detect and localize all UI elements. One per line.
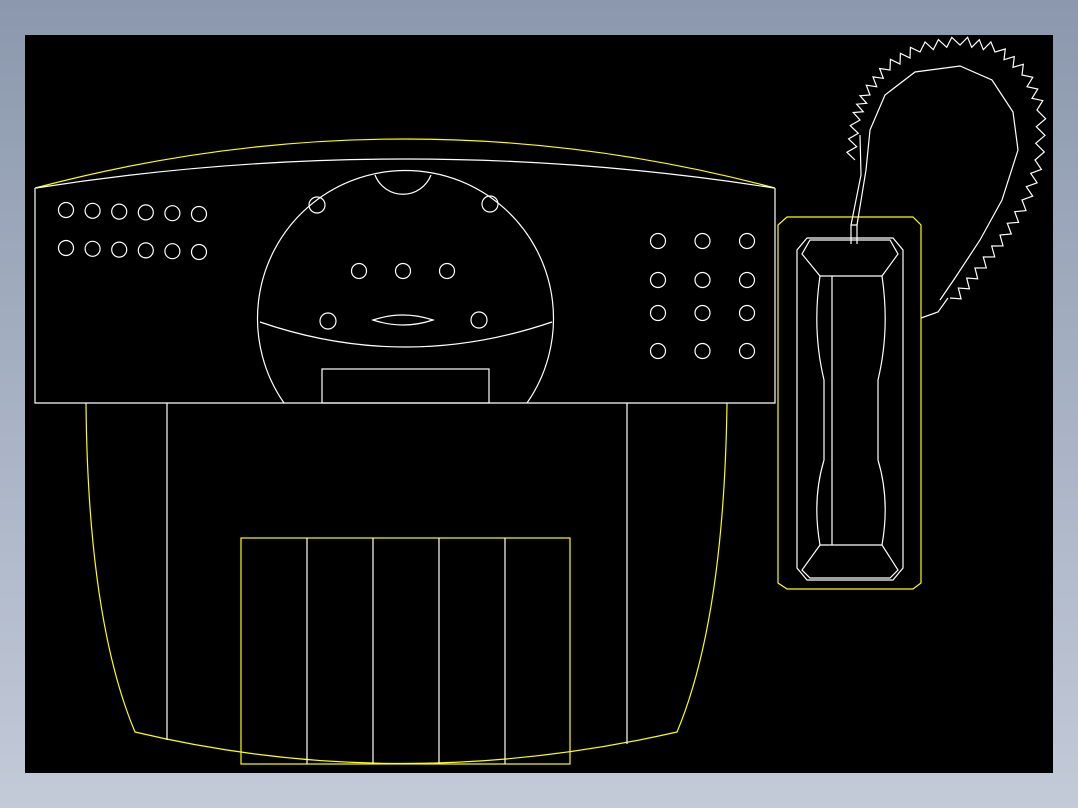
keypad-button (694, 304, 711, 322)
left-grid-button (111, 241, 128, 258)
handset-earpiece (801, 239, 899, 277)
left-grid-button (164, 243, 181, 260)
keypad-button (738, 232, 756, 250)
left-grid-button (57, 239, 75, 257)
keypad-button (694, 232, 711, 250)
keypad-button (738, 304, 756, 322)
cord-tail (920, 297, 949, 319)
left-grid-button (137, 204, 154, 221)
keypad-button (738, 342, 756, 360)
left-grid-button (190, 205, 208, 223)
left-grid-button (84, 202, 101, 219)
handset-outline (796, 237, 904, 581)
keypad-grid (649, 232, 756, 360)
keypad-button (694, 342, 711, 360)
front-panel-frame (240, 537, 571, 765)
dial-top-right-button (481, 195, 499, 213)
phone-top-housing (34, 138, 776, 404)
left-grid-button (111, 203, 128, 220)
housing-top-curve (34, 138, 776, 189)
left-grid-button (190, 243, 208, 261)
cord-inner-loop (856, 65, 1019, 301)
left-button-grid (57, 201, 208, 261)
dial-face-curve (259, 321, 553, 348)
keypad-button (738, 271, 756, 289)
left-grid-button (84, 240, 101, 257)
dial-button (394, 262, 412, 280)
left-grid-button (137, 242, 154, 259)
handset-cradle (777, 216, 922, 590)
front-panels (240, 537, 571, 765)
handset-mouthpiece (801, 544, 899, 579)
keypad-button (649, 232, 667, 250)
base-outline (85, 402, 728, 765)
cord-coil-outer (845, 36, 1047, 300)
cord-lead (850, 134, 862, 226)
keypad-button (694, 271, 711, 289)
keypad-button (649, 304, 667, 322)
phone-base (85, 402, 728, 765)
dial-dome (256, 169, 555, 404)
cad-drawing-viewport[interactable] (25, 35, 1053, 773)
coiled-cord (845, 36, 1047, 319)
dial-side-right-button (470, 311, 488, 329)
cord-plug (850, 224, 858, 244)
left-grid-button (57, 201, 75, 219)
dial-notch (374, 174, 432, 195)
dial-top-left-button (308, 196, 326, 214)
handset-right-grip (877, 275, 886, 546)
telephone-drawing (34, 36, 1047, 765)
dial-button-group (308, 195, 499, 330)
housing-inner-curve (35, 158, 775, 189)
left-grid-button (164, 205, 181, 222)
cradle-outline (777, 216, 922, 590)
dial-button (438, 262, 456, 280)
keypad-button (649, 342, 667, 360)
dial-side-left-button (319, 312, 337, 330)
dial-assembly (256, 169, 555, 404)
handset-left-grip (816, 275, 825, 546)
display-window (321, 368, 490, 404)
dial-slot (371, 314, 435, 326)
dial-button (350, 262, 368, 280)
keypad-button (649, 271, 667, 289)
